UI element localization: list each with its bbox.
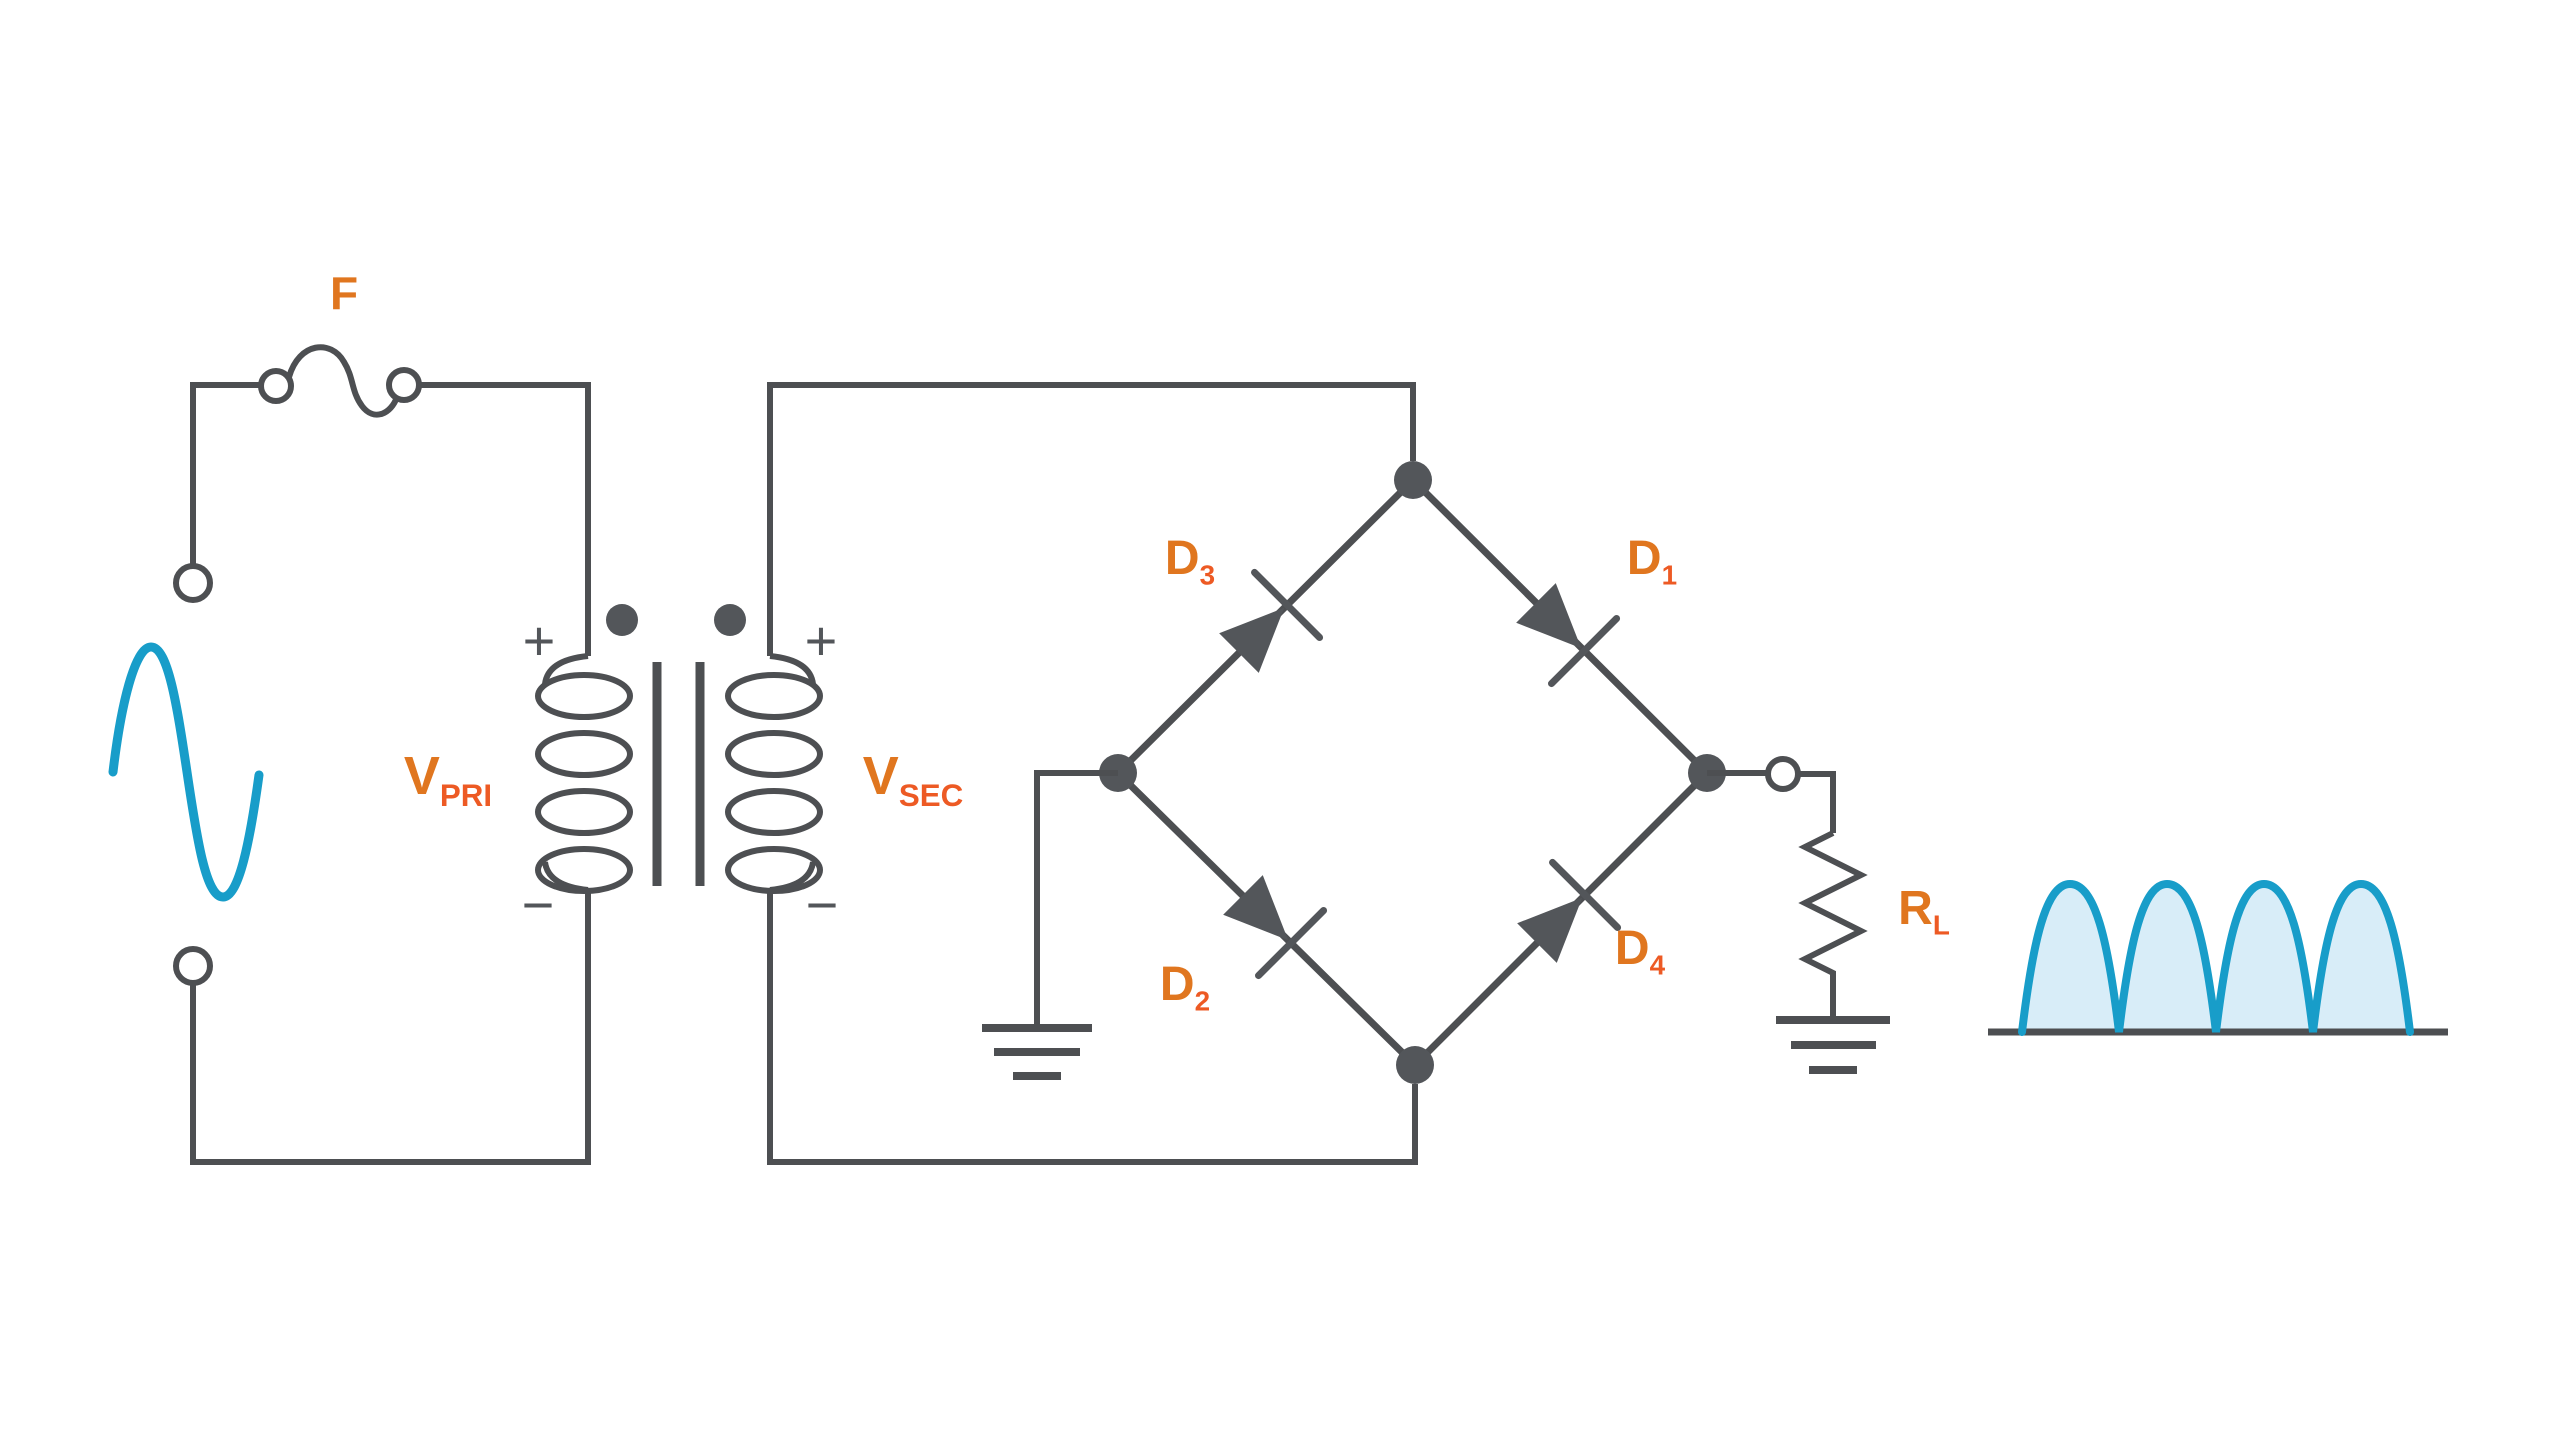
primary-coil-turn	[535, 846, 633, 894]
secondary-winding	[725, 653, 823, 894]
d3-main: D	[1164, 531, 1200, 585]
fuse-element	[286, 344, 400, 418]
output-branch	[1707, 756, 1890, 1074]
diode-d2-triangle	[1223, 875, 1289, 941]
secondary-wires	[767, 382, 1418, 1165]
primary-coil-turn	[535, 788, 633, 836]
source-terminal-bottom	[173, 946, 213, 986]
fuse-symbol	[258, 344, 422, 418]
r-load-main: R	[1898, 881, 1933, 935]
secondary-coil-turn	[725, 672, 823, 720]
d1-main: D	[1626, 531, 1662, 585]
fuse-terminal-right	[386, 367, 422, 403]
primary-winding	[535, 653, 633, 894]
fuse-label: F	[330, 270, 358, 316]
bridge-node-bottom	[1396, 1046, 1434, 1084]
d3-sub: 3	[1199, 559, 1216, 591]
diode-d1-triangle	[1516, 583, 1582, 649]
secondary-coil-turn	[725, 730, 823, 778]
diode-d3	[1219, 568, 1324, 673]
secondary-coil-turn	[725, 788, 823, 836]
d4-label: D4	[1614, 921, 1666, 981]
phase-dot-secondary	[714, 604, 746, 636]
v-pri-sub: PRI	[439, 777, 493, 813]
wire-fuse-to-primary	[419, 382, 591, 656]
rectified-pulses	[2018, 879, 2414, 1036]
diode-d4	[1517, 858, 1622, 963]
d3-label: D3	[1164, 531, 1216, 591]
fuse-terminal-left	[258, 368, 294, 404]
r-load-label: RL	[1898, 881, 1950, 941]
phase-dot-primary	[606, 604, 638, 636]
diode-d3-triangle	[1219, 607, 1285, 673]
wire-to-ground	[1034, 770, 1118, 1026]
wire-secondary-top	[767, 382, 1416, 656]
fuse-label-text: F	[329, 267, 359, 319]
primary-coil-turn	[535, 672, 633, 720]
output-terminal	[1765, 756, 1801, 792]
primary-minus-sign: −	[521, 873, 555, 936]
d2-main: D	[1159, 957, 1195, 1011]
secondary-coil-lead-top	[769, 653, 816, 685]
diode-d4-triangle	[1517, 897, 1583, 963]
diode-d2	[1223, 875, 1328, 980]
bridge-node-top	[1394, 461, 1432, 499]
d4-main: D	[1614, 921, 1650, 975]
secondary-minus-sign: −	[805, 873, 839, 936]
diode-d2-cathode-bar	[1255, 907, 1328, 980]
v-pri-label: VPRI	[404, 749, 492, 811]
wire-top-left	[190, 382, 261, 566]
primary-coil-lead-top	[542, 653, 589, 685]
v-sec-label: VSEC	[863, 749, 963, 811]
bridge-ground	[982, 770, 1118, 1080]
d1-label: D1	[1626, 531, 1678, 591]
diode-d3-cathode-bar	[1251, 568, 1324, 641]
d4-sub: 4	[1649, 949, 1666, 981]
v-sec-main: V	[862, 745, 899, 806]
diode-d1-cathode-bar	[1548, 615, 1621, 688]
wire-terminal-to-resistor	[1798, 771, 1836, 833]
resistor-zigzag	[1798, 830, 1868, 1018]
diode-d4-cathode-bar	[1549, 858, 1622, 931]
source-terminal-top	[173, 563, 213, 603]
output-waveform	[1988, 879, 2448, 1036]
secondary-coil-turn	[725, 846, 823, 894]
ac-sine-wave-icon	[108, 642, 264, 902]
wire-secondary-bottom	[767, 890, 1418, 1165]
diode-d1	[1516, 583, 1621, 688]
r-load-sub: L	[1932, 909, 1950, 941]
wire-bottom-left	[190, 890, 591, 1165]
d1-sub: 1	[1661, 559, 1678, 591]
secondary-plus-sign: +	[804, 609, 838, 672]
d2-sub: 2	[1194, 985, 1211, 1017]
d2-label: D2	[1159, 957, 1211, 1017]
v-pri-main: V	[403, 745, 440, 806]
rectified-pulses-fill	[2022, 884, 2410, 1032]
transformer	[535, 604, 823, 894]
ac-input-wires	[190, 382, 591, 1165]
primary-coil-turn	[535, 730, 633, 778]
primary-plus-sign: +	[522, 609, 556, 672]
v-sec-sub: SEC	[898, 777, 964, 813]
